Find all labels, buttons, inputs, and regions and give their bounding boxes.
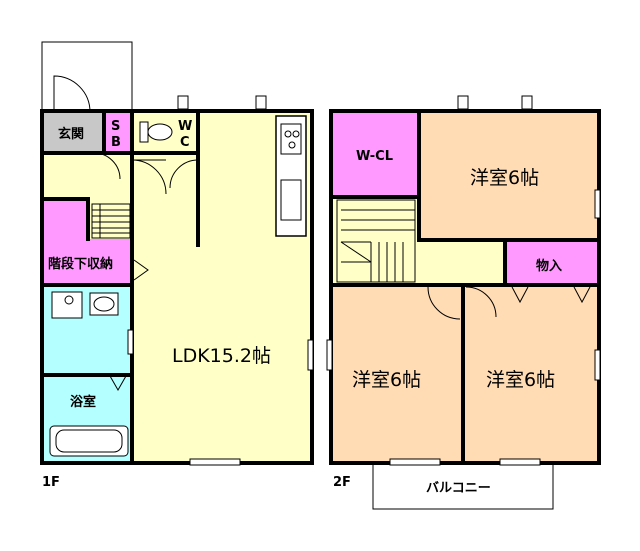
ldk-label: LDK15.2帖 (172, 345, 271, 367)
under-stairs-room-lower (88, 239, 132, 285)
shoe-box-room (104, 113, 130, 153)
washbasin-icon (51, 291, 83, 319)
walls-1f (40, 109, 314, 465)
walk-in-closet-label: W-CL (356, 149, 393, 164)
stairs-area (88, 199, 132, 239)
stairs-2f (336, 199, 416, 283)
under-stairs-room (42, 199, 88, 285)
doors-2f (427, 286, 591, 320)
western-room-b-label: 洋室6帖 (352, 369, 421, 391)
windows-2f (326, 95, 601, 466)
western-room-c (465, 287, 597, 462)
western-room-c-label: 洋室6帖 (486, 369, 555, 391)
toilet-icon (139, 121, 173, 143)
shoe-box-label-s: S (111, 119, 120, 134)
porch-outline (41, 41, 133, 113)
hall-room (42, 153, 132, 199)
toilet-label-w: W (178, 119, 192, 134)
hall-2f-corridor (371, 242, 505, 285)
washroom-toilet-icon (89, 292, 119, 316)
entrance-label: 玄関 (58, 126, 84, 142)
walls-2f (329, 109, 601, 465)
entrance-room (42, 113, 104, 153)
doors-1f (93, 152, 199, 392)
entrance-door-icon (53, 75, 91, 113)
bath-label: 浴室 (70, 394, 96, 410)
toilet-label-c: C (180, 135, 190, 150)
storage-label: 物入 (536, 258, 562, 274)
kitchen-counter (275, 115, 307, 237)
balcony-outline (372, 462, 554, 510)
shoe-box-label-b: B (111, 135, 121, 150)
western-room-b (333, 287, 463, 462)
bathtub-icon (49, 425, 129, 457)
under-stairs-label: 階段下収納 (48, 256, 113, 272)
balcony-label: バルコニー (426, 481, 491, 496)
storage-room (507, 242, 597, 285)
western-room-a-label: 洋室6帖 (470, 167, 539, 189)
floor-2: W-CL 洋室6帖 物入 洋室6帖 洋室6帖 バルコニー 2F (326, 95, 601, 510)
storage-arrow-icon (133, 259, 149, 281)
windows-1f (127, 95, 314, 466)
floor-1-label: 1F (42, 475, 60, 490)
western-room-a (421, 113, 597, 240)
walk-in-closet-room (333, 113, 419, 197)
floor-2-label: 2F (333, 475, 351, 490)
floor-1: 玄関 S B W C 階段下収納 浴室 LDK15.2帖 1F (40, 41, 314, 490)
